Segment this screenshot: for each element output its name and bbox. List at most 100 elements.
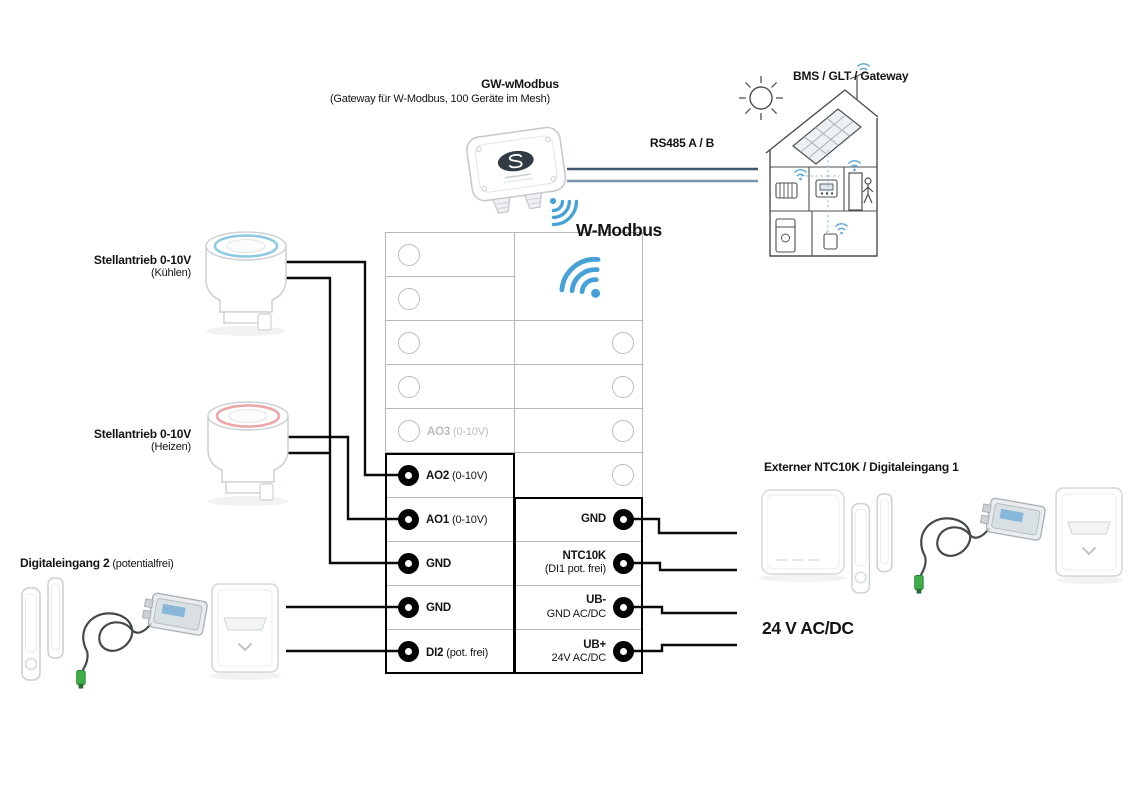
terminal-pin-icon (612, 419, 634, 442)
person-door-icon (848, 172, 874, 211)
gateway-device (466, 126, 567, 214)
terminal-pin-icon (612, 464, 634, 487)
terminal-detail-ao1: (0-10V) (452, 514, 488, 527)
wire-ub-minus (628, 605, 737, 615)
terminal-pin-icon (398, 464, 419, 486)
terminal-detail-ao2: (0-10V) (452, 470, 488, 483)
actuator-heat-sub: (Heizen) (151, 441, 191, 453)
pump-icon (823, 233, 838, 250)
actuator-cool-title: Stellantrieb 0-10V (93, 253, 191, 267)
power-label: 24 V AC/DC (762, 618, 854, 638)
terminal-pin-icon (612, 375, 634, 398)
terminal-cell-empty (386, 365, 515, 410)
ntc-di1-label: Externer NTC10K / Digitaleingang 1 (764, 460, 959, 474)
wiring (285, 260, 737, 653)
terminal-label-ao2: AO2 (426, 470, 450, 483)
rs485-bus (567, 167, 758, 183)
terminal-label-gnd-right: GND (581, 512, 606, 525)
cool-ring (213, 234, 279, 258)
di2-label: Digitaleingang 2 (potentialfrei) (20, 554, 174, 572)
di2-sub: (potentialfrei) (109, 558, 174, 570)
terminal-pin-icon (613, 508, 634, 530)
terminal-label-gnd1: GND (426, 558, 451, 571)
bms-house (739, 63, 879, 257)
terminal-cell-gnd-right: GND (514, 498, 642, 542)
terminal-cell-ao3: AO3(0-10V) (386, 409, 515, 454)
gateway-title: GW-wModbus (481, 77, 559, 91)
wmodbus-label: W-Modbus (576, 220, 662, 240)
terminal-detail-ub-plus: 24V AC/DC (551, 652, 607, 665)
boiler-icon (775, 218, 796, 253)
roof (765, 89, 879, 154)
actuator-heat-title: Stellantrieb 0-10V (93, 427, 191, 441)
terminal-pin-icon (613, 596, 634, 618)
terminal-pin-icon (398, 641, 419, 663)
terminal-cell-empty (514, 321, 642, 366)
terminal-pin-icon (398, 508, 419, 530)
terminal-cell-empty (514, 453, 642, 498)
bms-label: BMS / GLT / Gateway (793, 69, 909, 83)
sun-icon (739, 76, 783, 120)
terminal-pin-icon (612, 331, 634, 354)
terminal-cell-wifi-area (514, 233, 642, 322)
walls (769, 118, 878, 257)
terminal-label-ub-minus: UB- (586, 594, 606, 607)
terminal-cell-empty (514, 409, 642, 454)
wire-cool-ao2 (285, 260, 403, 477)
actuator-cool (205, 231, 287, 331)
shadows (206, 326, 1124, 680)
wire-ub-plus (628, 643, 737, 653)
terminal-pin-icon (398, 419, 420, 442)
terminal-pin-icon (398, 287, 420, 310)
actuator-heat (207, 401, 289, 501)
actuator-cool-label: Stellantrieb 0-10V (Kühlen) (85, 253, 191, 279)
terminal-pin-icon (398, 596, 419, 618)
terminal-cell-ub-plus: UB+24V AC/DC (515, 630, 643, 674)
terminal-cell-ub-minus: UB-GND AC/DC (514, 586, 642, 630)
terminal-detail-di2: (pot. frei) (446, 646, 489, 659)
terminal-detail-ao3: (0-10V) (453, 425, 489, 438)
actuator-heat-label: Stellantrieb 0-10V (Heizen) (85, 427, 191, 453)
terminal-label-gnd2: GND (426, 602, 451, 615)
terminal-cell-empty (386, 233, 515, 278)
terminal-cell-empty (386, 321, 515, 366)
terminal-cell-ao1: AO1(0-10V) (386, 497, 515, 542)
rooms (770, 166, 877, 256)
heat-ring (215, 404, 281, 428)
terminal-pin-icon (398, 552, 419, 574)
terminal-pin-icon (613, 552, 634, 574)
terminal-cell-ao2: AO2(0-10V) (386, 453, 515, 498)
terminal-pin-icon (398, 331, 420, 354)
gateway-wifi-icon (537, 185, 583, 231)
terminal-label-ao3: AO3 (427, 425, 451, 438)
actuator-cool-sub: (Kühlen) (151, 267, 191, 279)
di2-title: Digitaleingang 2 (20, 556, 110, 570)
terminal-cell-ntc10k: NTC10K(DI1 pot. frei) (514, 542, 642, 586)
rs485-label: RS485 A / B (649, 136, 715, 150)
gateway-subtitle: (Gateway für W-Modbus, 100 Geräte im Mes… (329, 93, 551, 105)
terminal-cell-empty (514, 365, 642, 410)
terminal-detail-ub-minus: GND AC/DC (546, 607, 607, 620)
terminal-pin-icon (398, 375, 420, 398)
radiator-icon (775, 182, 798, 199)
di2-devices (21, 577, 279, 690)
terminal-cell-empty (386, 277, 515, 322)
terminal-cell-gnd1: GND (386, 541, 515, 586)
terminal-label-ntc10k: NTC10K (562, 550, 606, 563)
terminal-detail-ntc10k: (DI1 pot. frei) (544, 563, 606, 576)
terminal-table: AO3(0-10V) AO2(0-10V) AO1(0-10V) GND GND… (385, 232, 643, 674)
terminal-cell-di2: DI2(pot. frei) (386, 629, 515, 674)
terminal-label-di2: DI2 (426, 646, 444, 659)
mast (849, 72, 865, 100)
terminal-cell-gnd2: GND (386, 585, 515, 630)
terminal-label-ao1: AO1 (426, 514, 450, 527)
wire-heat-ao1 (287, 435, 403, 521)
mini-wifi-icons (793, 63, 871, 235)
terminal-pin-icon (613, 641, 634, 663)
wire-cool-gnd (285, 276, 403, 565)
solar-panel (792, 108, 862, 165)
terminal-label-ub-plus: UB+ (583, 638, 606, 651)
wire-ntc10k (628, 561, 737, 572)
